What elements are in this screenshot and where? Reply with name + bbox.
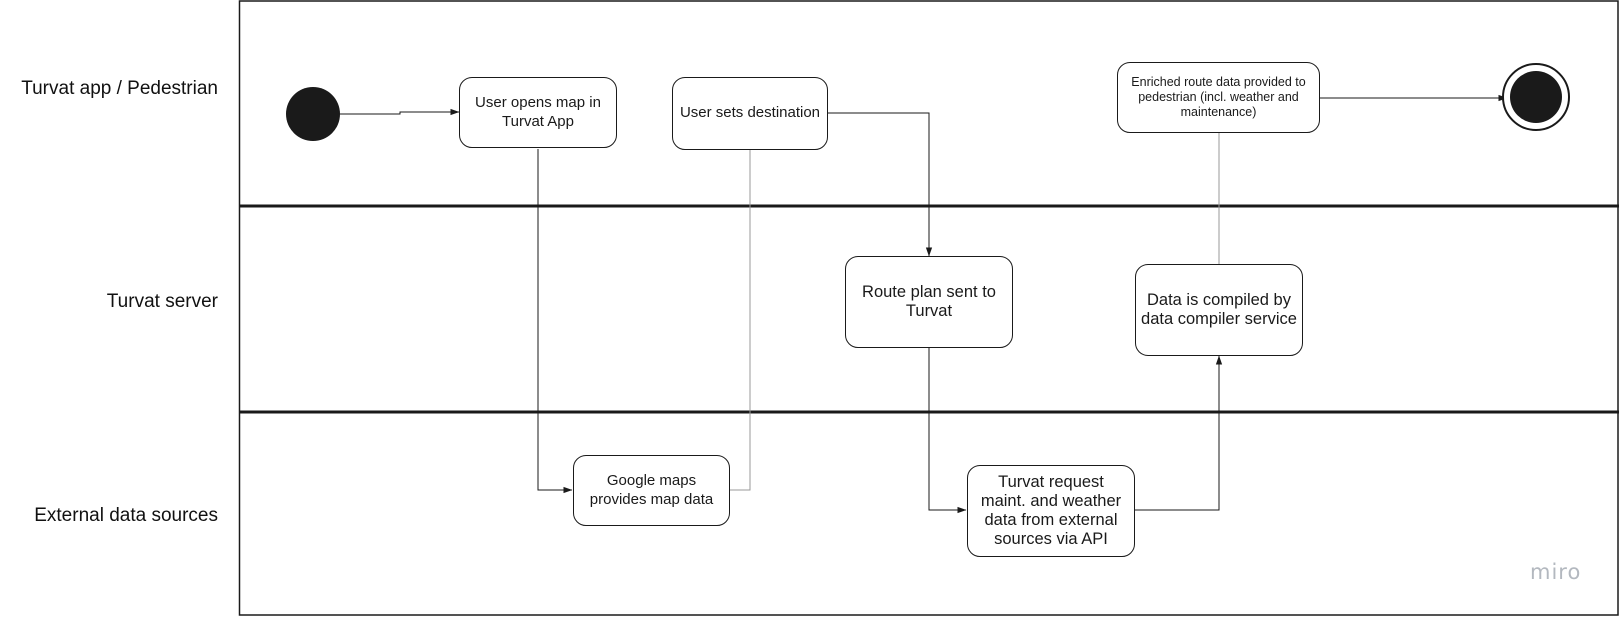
pool-border xyxy=(238,0,1619,616)
end-node[interactable] xyxy=(1502,63,1570,131)
flow-route-plan-to-request xyxy=(928,348,967,514)
lane-label-app: Turvat app / Pedestrian xyxy=(21,78,218,99)
miro-watermark: miro xyxy=(1530,560,1582,584)
flow-destination-to-route-plan xyxy=(828,112,933,257)
node-data-compiled[interactable]: Data is compiled by data compiler servic… xyxy=(1135,264,1303,356)
node-enriched-route[interactable]: Enriched route data provided to pedestri… xyxy=(1117,62,1320,133)
lane-label-server: Turvat server xyxy=(106,291,218,312)
node-route-plan-sent[interactable]: Route plan sent to Turvat xyxy=(845,256,1013,348)
node-google-maps[interactable]: Google maps provides map data xyxy=(573,455,730,526)
node-open-map[interactable]: User opens map in Turvat App xyxy=(459,77,617,148)
node-set-destination[interactable]: User sets destination xyxy=(672,77,828,150)
flow-open-map-to-google-maps xyxy=(537,149,573,494)
end-node-core xyxy=(1510,71,1562,123)
start-node[interactable] xyxy=(286,87,340,141)
flow-destination-to-google-maps xyxy=(729,150,751,491)
flow-request-to-compiler xyxy=(1134,355,1223,511)
lane-label-external: External data sources xyxy=(34,505,218,526)
flow-start-to-open-map xyxy=(340,108,460,116)
node-request-data[interactable]: Turvat request maint. and weather data f… xyxy=(967,465,1135,557)
